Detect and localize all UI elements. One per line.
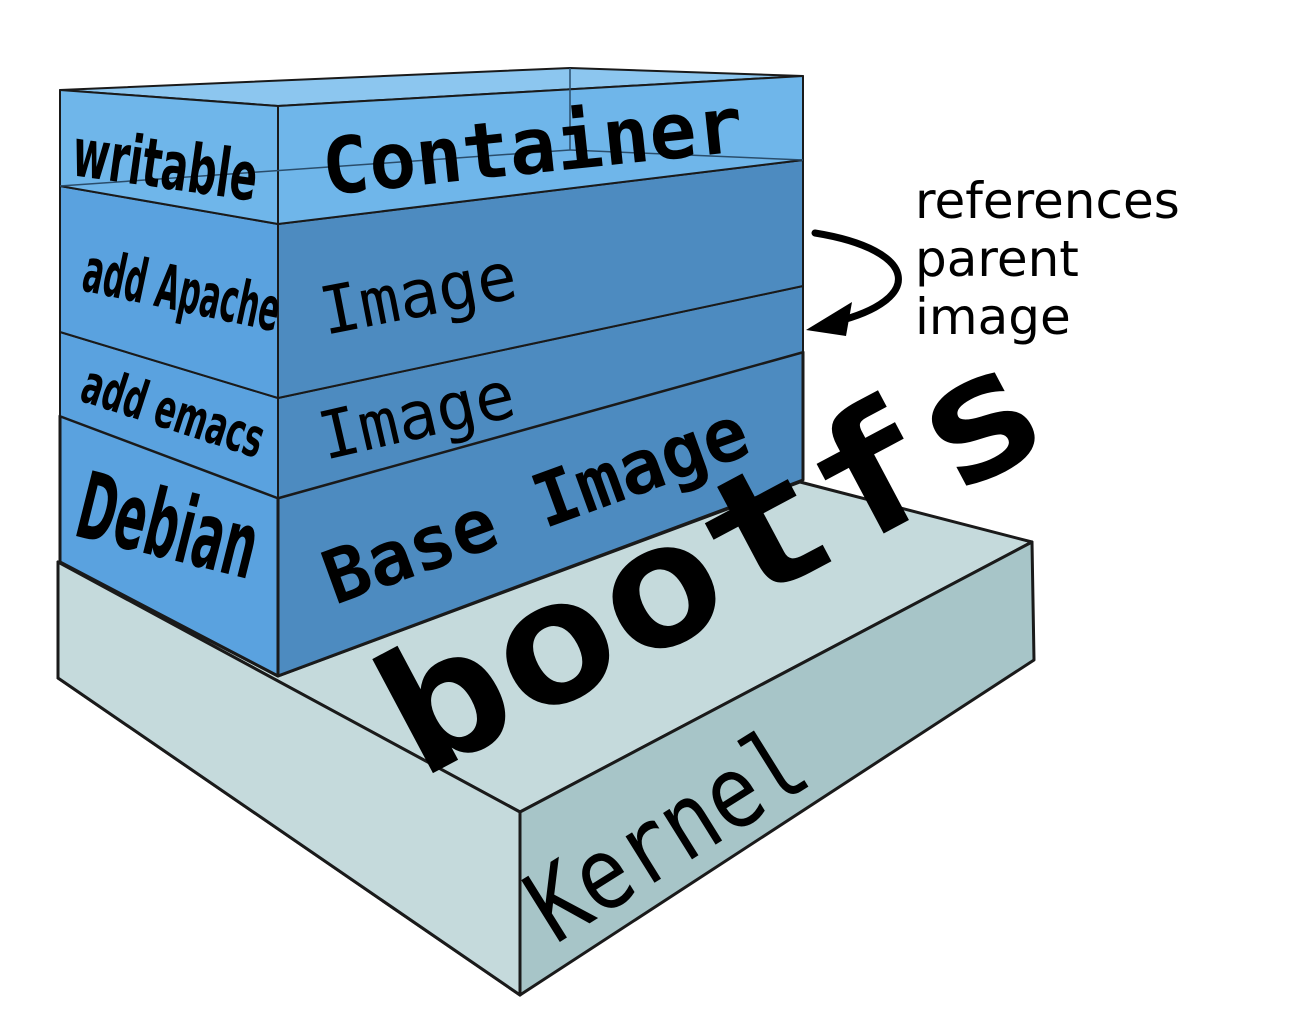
curved-arrow-icon [806, 229, 902, 336]
apache-layer [59, 159, 804, 399]
container-layer [59, 67, 804, 225]
base-layer [58, 350, 805, 678]
annotation-line-2: parent [915, 230, 1079, 288]
kernel-layer [56, 480, 1036, 997]
annotation-line-3: image [915, 288, 1071, 346]
annotation-line-1: references [915, 172, 1180, 230]
